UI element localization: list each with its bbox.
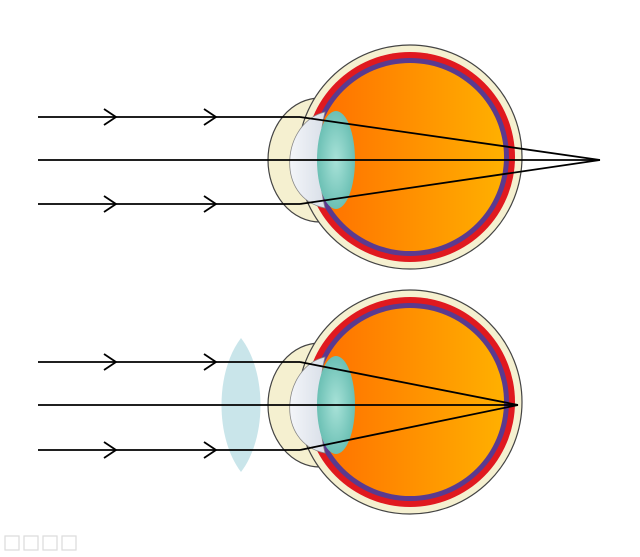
- chevron-right-icon: [203, 441, 218, 459]
- ray-refracted-top: [299, 361, 519, 406]
- light-rays: [38, 361, 519, 451]
- ray-refracted-bottom: [299, 159, 601, 205]
- watermark-logo: [4, 535, 77, 551]
- uncorrected-eye-panel: [38, 44, 601, 270]
- ray-refracted-top: [299, 116, 601, 161]
- chevron-right-icon: [103, 353, 118, 371]
- ray-arrowheads: [103, 108, 218, 213]
- chevron-right-icon: [103, 108, 118, 126]
- ray-arrowheads: [103, 353, 218, 459]
- eyeball: [267, 289, 523, 515]
- vitreous-body: [316, 63, 504, 251]
- eyeball: [267, 44, 523, 270]
- corrected-eye-panel: [38, 289, 523, 515]
- chevron-right-icon: [203, 353, 218, 371]
- chevron-right-icon: [203, 108, 218, 126]
- vitreous-body: [316, 308, 504, 496]
- chevron-right-icon: [103, 195, 118, 213]
- chevron-right-icon: [203, 195, 218, 213]
- chevron-right-icon: [103, 441, 118, 459]
- light-rays: [38, 116, 601, 205]
- ray-refracted-bottom: [299, 404, 519, 451]
